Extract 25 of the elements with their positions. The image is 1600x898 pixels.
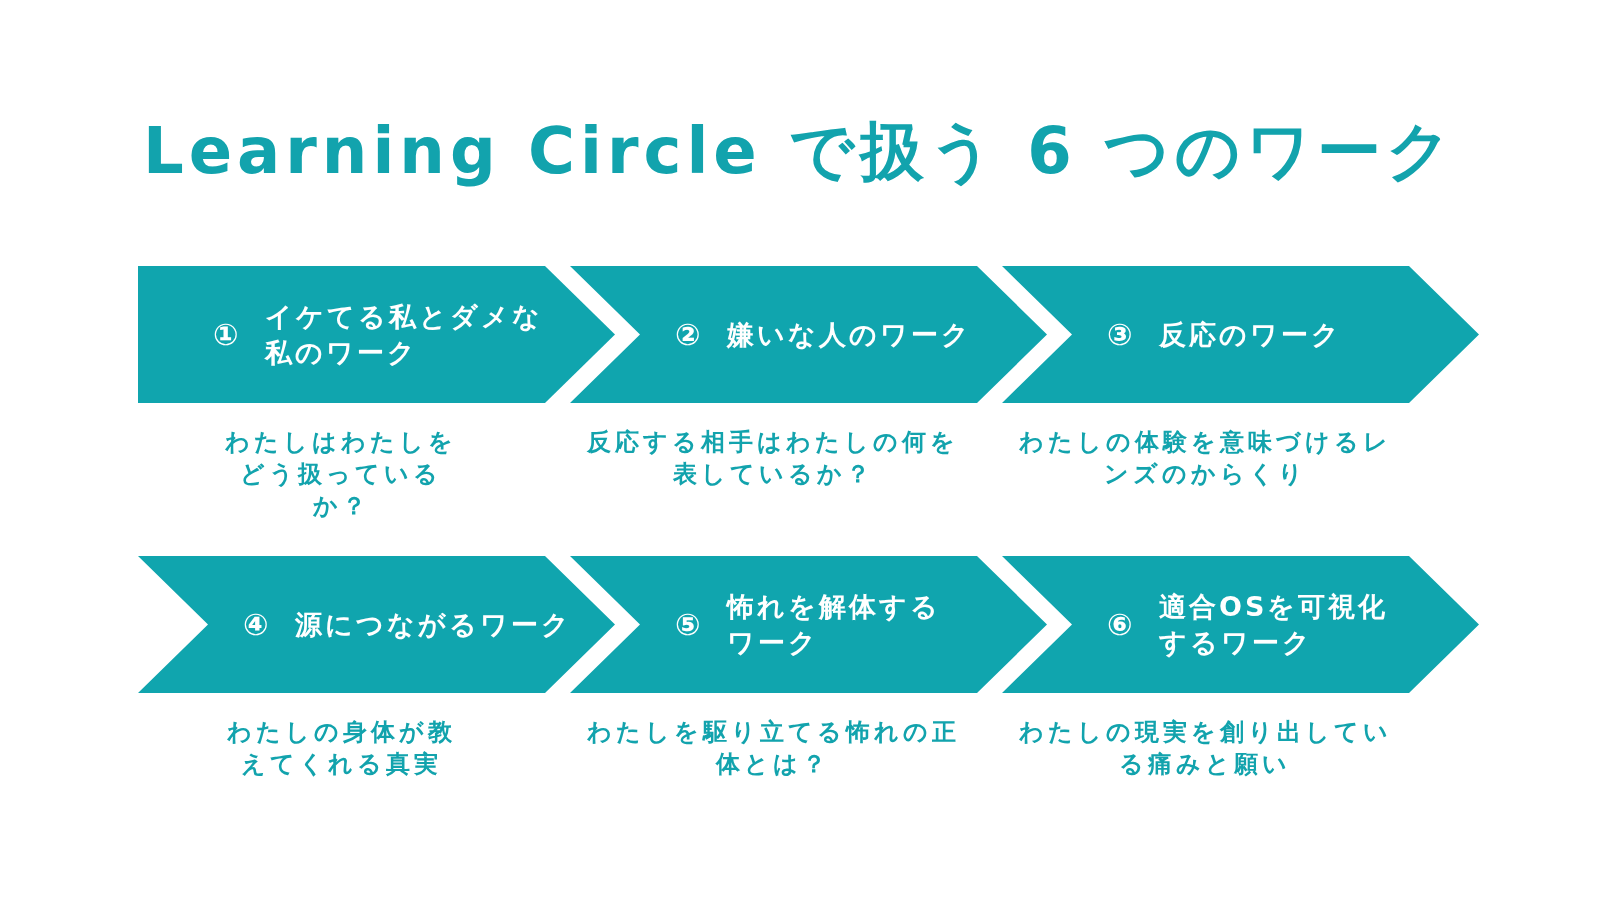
step-caption: 反応する相手はわたしの何を表しているか？: [586, 427, 960, 490]
step-title: 嫌いな人のワーク: [727, 317, 973, 352]
title: Learning Circle で扱う 6 つのワーク: [141, 113, 1459, 190]
step-number: ③: [1107, 316, 1133, 354]
step-caption: わたしの体験を意味づけるレンズのからくり: [1017, 427, 1393, 490]
step-caption: わたしの身体が教えてくれる真実: [225, 717, 457, 780]
step-title: 怖れを解体するワーク: [727, 589, 942, 660]
chevron-box: [570, 556, 1047, 693]
chevron-box: [138, 266, 615, 403]
step-title: イケてる私とダメな私のワーク: [265, 299, 544, 370]
step-title: 反応のワーク: [1159, 317, 1343, 352]
step-number: ⑤: [675, 606, 701, 644]
step-title: 適合OSを可視化するワーク: [1159, 589, 1390, 660]
step-caption: わたしを駆り立てる怖れの正体とは？: [585, 717, 961, 780]
chevron-box: [570, 266, 1047, 403]
step-caption: わたしの現実を創り出している痛みと願い: [1017, 717, 1393, 780]
step-title: 源につながるワーク: [295, 607, 573, 642]
chevron-box: [138, 556, 615, 693]
chevron-box: [1002, 556, 1479, 693]
step-caption: わたしはわたしをどう扱っているか？: [224, 427, 458, 522]
step-number: ②: [675, 316, 701, 354]
step-number: ④: [243, 606, 269, 644]
step-number: ⑥: [1107, 606, 1133, 644]
chevron-box: [1002, 266, 1479, 403]
step-number: ①: [213, 316, 239, 354]
